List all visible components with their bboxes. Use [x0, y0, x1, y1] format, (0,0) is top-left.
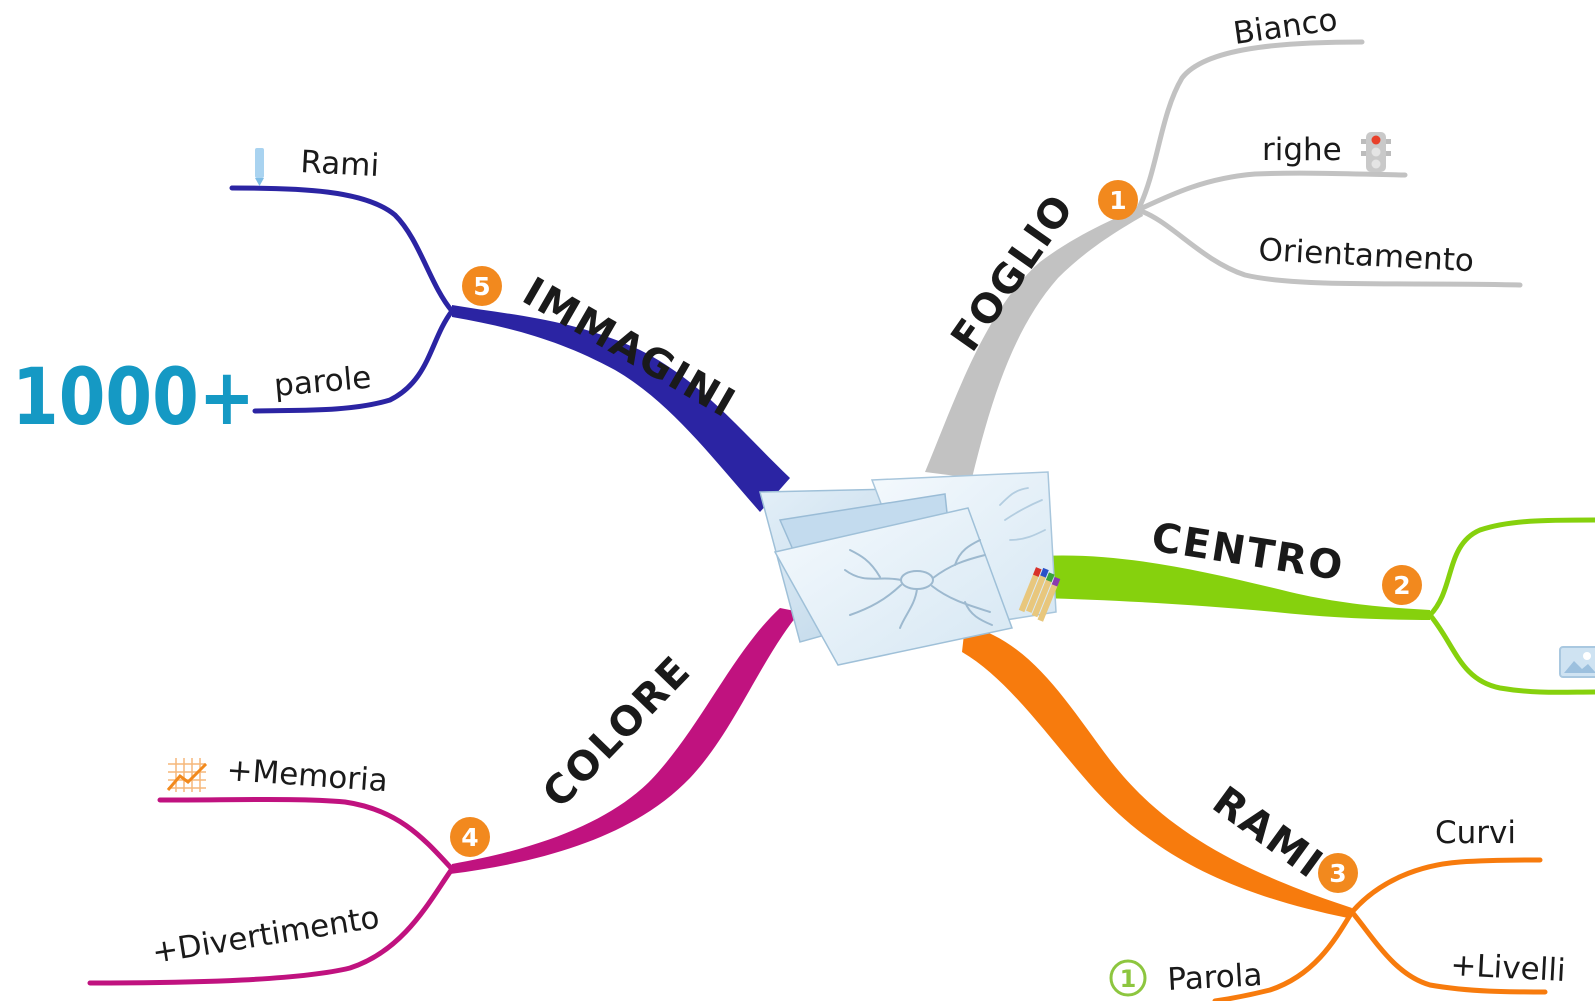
branch-rami-trunk [962, 625, 1352, 918]
sub-branch-divertimento-line [87, 866, 455, 986]
big-number-1000-plus: 1000+ [12, 353, 255, 443]
image-icon [1559, 646, 1595, 678]
parola-number-marker: 1 [1109, 959, 1147, 997]
branch-centro-trunk [1040, 555, 1430, 620]
pencil-icon [255, 148, 264, 186]
sub-branch-parole-line [252, 308, 455, 414]
svg-text:2: 2 [1393, 571, 1410, 600]
sub-branch-curvi-label: Curvi [1435, 815, 1516, 851]
sub-branch-orientamento-label: Orientamento [1258, 232, 1475, 279]
chart-grid-icon [166, 758, 208, 792]
branch-foglio[interactable]: FOGLIO 1 Bianco righe Orientamento [925, 2, 1523, 478]
svg-text:3: 3 [1329, 859, 1346, 888]
branch-colore[interactable]: COLORE 4 +Memoria +Divertimento [87, 608, 800, 986]
sub-branch-parola-label: Parola [1167, 957, 1264, 998]
sub-branch-divertimento-label: +Divertimento [150, 899, 382, 970]
sub-branch-orientamento-line [1135, 207, 1523, 288]
branch-centro[interactable]: CENTRO 2 [1040, 514, 1595, 695]
colored-pencils-icon [1018, 567, 1061, 622]
branch-foglio-badge: 1 [1098, 180, 1138, 220]
branch-centro-badge: 2 [1382, 565, 1422, 605]
sub-branch-memoria-line [157, 797, 455, 872]
branch-rami[interactable]: RAMI 3 Curvi +Livelli Parola 1 [962, 625, 1566, 1001]
sub-branch-rami-label: Rami [300, 144, 380, 184]
sub-branch-rami-line [229, 185, 455, 314]
sub-branch-curvi-line [1349, 857, 1543, 915]
branch-rami-badge: 3 [1318, 853, 1358, 893]
branch-immagini-trunk [452, 305, 790, 512]
sub-branch-parole-label: parole [273, 360, 373, 404]
svg-text:5: 5 [473, 272, 490, 301]
sub-branch-bianco-line [1135, 39, 1365, 213]
sub-branch-righe-label: righe [1262, 132, 1342, 168]
svg-text:1: 1 [1120, 965, 1137, 993]
branch-foglio-trunk [925, 206, 1143, 478]
sub-branch-centro-top-line [1427, 517, 1595, 618]
svg-text:1: 1 [1109, 186, 1126, 215]
sub-branch-livelli-line [1349, 909, 1548, 995]
branch-colore-badge: 4 [450, 817, 490, 857]
branch-immagini-badge: 5 [462, 266, 502, 306]
traffic-light-icon [1361, 132, 1391, 172]
sub-branch-parola-line [1212, 909, 1355, 1001]
sub-branch-memoria-label: +Memoria [225, 752, 388, 799]
sub-branch-livelli-label: +Livelli [1450, 947, 1567, 989]
branch-colore-trunk [450, 608, 800, 874]
branch-immagini-label: IMMAGINI [515, 269, 744, 428]
branch-immagini[interactable]: IMMAGINI 5 Rami parole 1000+ [12, 144, 790, 512]
central-map-illustration [759, 471, 1061, 666]
svg-text:4: 4 [461, 823, 478, 852]
sub-branch-righe-line [1135, 170, 1408, 213]
sub-branch-centro-bottom-line [1427, 612, 1595, 695]
